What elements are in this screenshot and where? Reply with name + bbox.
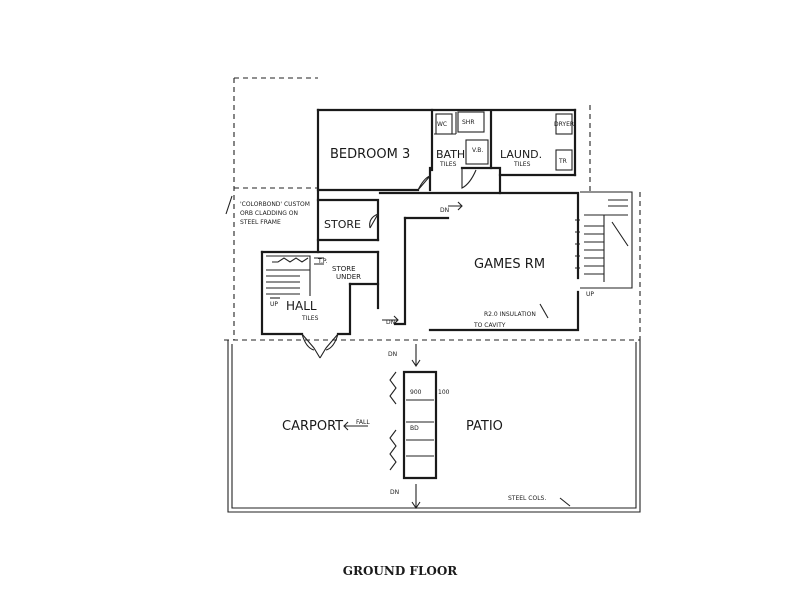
label-laundry-finish: TILES <box>513 161 531 168</box>
label-bedroom: BEDROOM 3 <box>330 147 410 162</box>
note-vb: V.B. <box>472 147 483 154</box>
label-laundry: LAUND. <box>500 148 542 161</box>
stair-left <box>266 255 324 299</box>
note-dn-1: DN <box>440 207 449 214</box>
drawing-title: GROUND FLOOR <box>342 564 458 578</box>
label-patio: PATIO <box>466 419 503 434</box>
note-tp: T.P. <box>317 258 328 265</box>
label-bath: BATH <box>436 148 465 161</box>
patio-outline <box>227 338 641 513</box>
main-walls <box>260 108 580 336</box>
note-cladding-3: STEEL FRAME <box>240 219 281 226</box>
label-carport: CARPORT <box>282 419 343 434</box>
annotations: 'COLORBOND' CUSTOM ORB CLADDING ON STEEL… <box>240 119 594 502</box>
note-wc: WC <box>437 121 447 128</box>
label-hall: HALL <box>286 299 317 313</box>
note-up-right: UP <box>586 291 594 298</box>
label-store-under: STORE <box>332 265 356 273</box>
note-cladding-1: 'COLORBOND' CUSTOM <box>240 201 310 208</box>
room-labels: BEDROOM 3 BATH TILES LAUND. TILES STORE … <box>282 147 545 434</box>
centre-column-block <box>389 370 438 480</box>
note-dn-3: DN <box>388 351 397 358</box>
note-insulation-2: TO CAVITY <box>473 322 506 329</box>
note-fall: FALL <box>356 419 370 426</box>
door-swings <box>301 168 477 359</box>
note-cladding-2: ORB CLADDING ON <box>240 210 298 217</box>
overhang-dashed-outline <box>224 77 641 341</box>
note-dn-4: DN <box>390 489 399 496</box>
label-store-under-sub: UNDER <box>336 273 361 281</box>
note-shr: SHR <box>462 119 475 126</box>
note-dim-100: 100 <box>438 389 450 396</box>
note-dryer: DRYER <box>554 121 574 128</box>
label-store-upper: STORE <box>324 218 361 231</box>
note-steel-cols: STEEL COLS. <box>508 495 546 502</box>
wet-area-fixtures <box>434 111 573 171</box>
note-tr: TR <box>558 158 567 165</box>
note-insulation-1: R2.0 INSULATION <box>484 311 536 318</box>
note-dim-900: 900 <box>410 389 422 396</box>
label-hall-finish: TILES <box>301 315 319 322</box>
label-bath-finish: TILES <box>439 161 457 168</box>
label-games: GAMES RM <box>474 257 545 272</box>
note-bd: BD <box>410 425 419 432</box>
note-up-left: UP <box>270 301 278 308</box>
direction-arrows <box>225 195 571 509</box>
stair-right <box>575 191 633 289</box>
note-dn-2: DN <box>386 319 395 326</box>
